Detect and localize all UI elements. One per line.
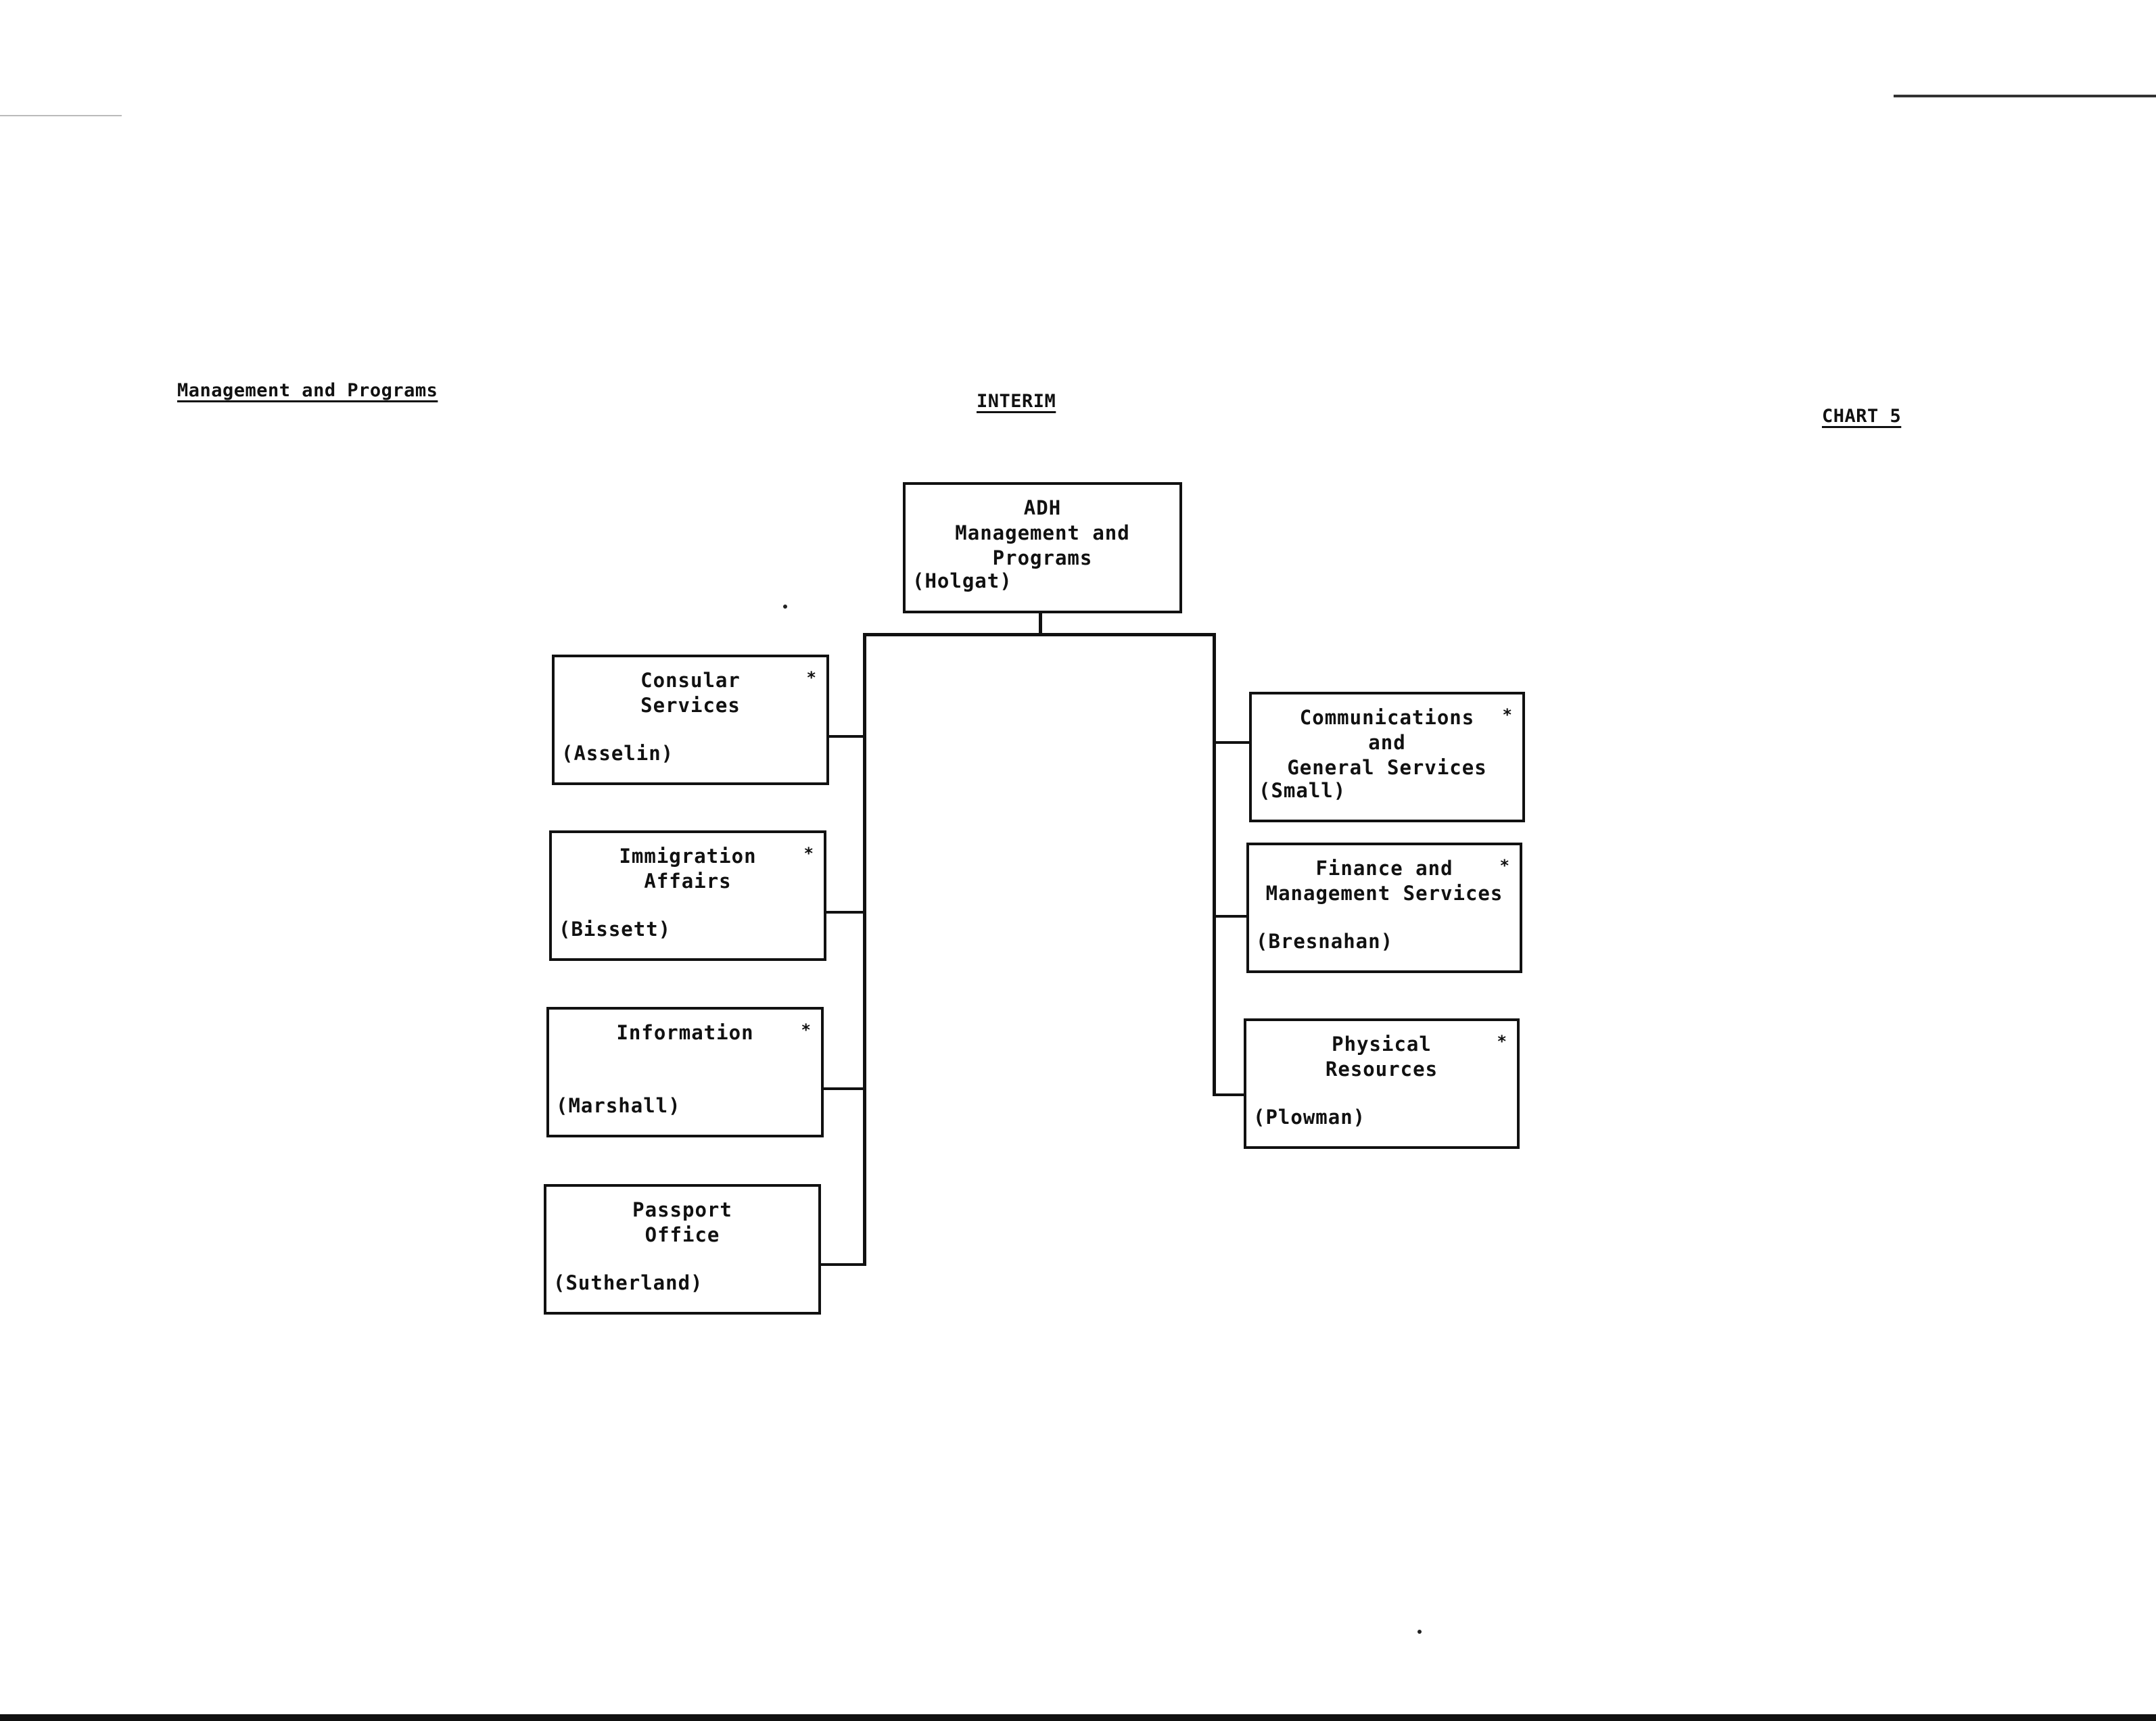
unit-box-finance-management-services: Finance and Management Services (Bresnah… <box>1246 843 1522 973</box>
unit-title: Finance and Management Services <box>1265 857 1503 905</box>
unit-box-consular-services: Consular Services (Asselin) * <box>552 655 829 785</box>
unit-title: Immigration Affairs <box>619 845 757 893</box>
scan-edge-left <box>0 115 122 116</box>
unit-box-immigration-affairs: Immigration Affairs (Bissett) * <box>549 830 826 961</box>
unit-box-information: Information (Marshall) * <box>546 1007 824 1137</box>
right-branch <box>1214 1093 1244 1096</box>
unit-box-passport-office: Passport Office (Sutherland) <box>544 1184 821 1315</box>
unit-head-name: (Asselin) <box>561 742 674 765</box>
asterisk-marker: * <box>1497 1032 1507 1051</box>
left-trunk <box>863 633 866 1266</box>
unit-head-name: (Marshall) <box>556 1094 681 1117</box>
unit-title: Information <box>616 1021 754 1044</box>
root-unit-box: ADH Management and Programs (Holgat) <box>903 482 1182 613</box>
right-branch <box>1214 741 1249 744</box>
asterisk-marker: * <box>801 1020 812 1039</box>
root-stem <box>1039 611 1042 636</box>
asterisk-marker: * <box>1502 705 1513 724</box>
speck <box>783 605 787 609</box>
left-branch <box>824 911 866 914</box>
unit-box-communications-general-services: Communications and General Services (Sma… <box>1249 692 1525 822</box>
right-trunk <box>1213 633 1216 1096</box>
section-heading: Management and Programs <box>177 380 438 401</box>
unit-head-name: (Bissett) <box>559 918 672 941</box>
unit-head-name: (Bresnahan) <box>1256 930 1394 953</box>
unit-box-physical-resources: Physical Resources (Plowman) * <box>1244 1018 1520 1149</box>
right-branch <box>1214 915 1247 918</box>
unit-head-name: (Plowman) <box>1253 1106 1366 1129</box>
asterisk-marker: * <box>803 844 814 863</box>
asterisk-marker: * <box>1499 856 1510 875</box>
chart-number: CHART 5 <box>1822 406 1902 427</box>
unit-title: ADH Management and Programs <box>955 496 1130 569</box>
asterisk-marker: * <box>806 668 817 687</box>
speck <box>1417 1630 1422 1634</box>
left-branch <box>821 1087 866 1090</box>
left-branch <box>818 1263 866 1266</box>
unit-title: Passport Office <box>632 1198 732 1246</box>
unit-title: Consular Services <box>640 669 741 717</box>
left-branch <box>826 735 866 738</box>
scan-edge-right <box>1894 95 2156 97</box>
unit-head-name: (Small) <box>1259 779 1346 802</box>
unit-head-name: (Holgat) <box>912 569 1012 592</box>
interim-label: INTERIM <box>977 391 1056 412</box>
scan-bottom-edge <box>0 1714 2156 1721</box>
top-horizontal-connector <box>864 633 1216 636</box>
unit-title: Communications and General Services <box>1287 706 1487 779</box>
unit-title: Physical Resources <box>1325 1033 1438 1081</box>
unit-head-name: (Sutherland) <box>553 1271 703 1294</box>
